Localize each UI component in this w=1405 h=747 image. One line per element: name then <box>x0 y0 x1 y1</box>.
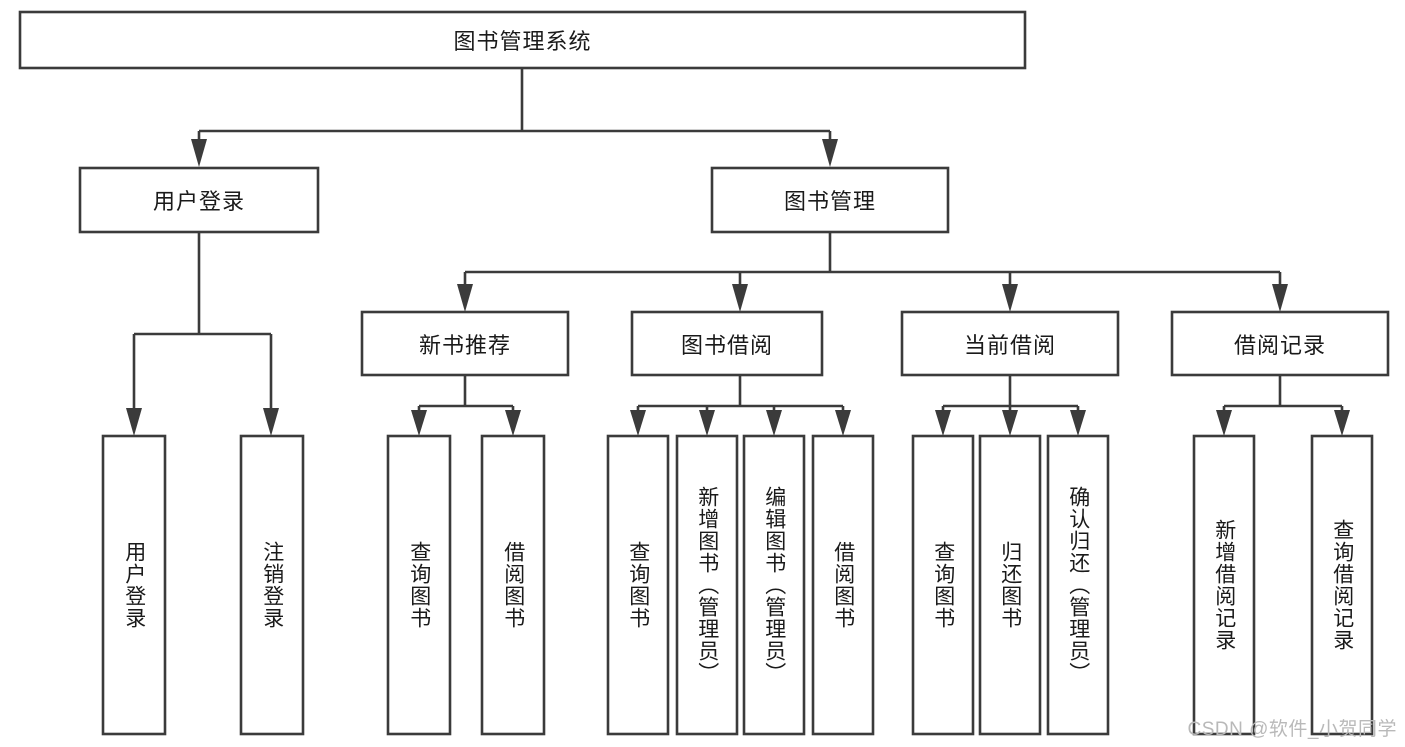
arrowhead-book-borrow <box>732 284 748 312</box>
node-box-leaf-recommend-query[interactable] <box>386 434 452 736</box>
arrowhead-borrow-edit-book <box>766 410 782 436</box>
connector-layer <box>126 68 1350 436</box>
arrowhead-current-borrow <box>1002 284 1018 312</box>
arrowhead-recommend-query-book <box>411 410 427 436</box>
arrowhead-borrow-record <box>1272 284 1288 312</box>
node-box-leaf-user-login[interactable] <box>101 434 167 736</box>
node-box-leaf-current-query[interactable] <box>911 434 975 736</box>
node-box-leaf-current-return[interactable] <box>978 434 1042 736</box>
node-box-leaf-recommend-borrow[interactable] <box>480 434 546 736</box>
node-box-root[interactable] <box>18 10 1027 70</box>
csdn-watermark: CSDN @软件_小贺同学 <box>1187 719 1397 740</box>
arrowhead-user-login <box>191 139 207 167</box>
node-box-leaf-borrow-query[interactable] <box>606 434 670 736</box>
arrowhead-current-query-book <box>935 410 951 436</box>
node-box-leaf-current-confirm[interactable] <box>1046 434 1110 736</box>
node-box-leaf-record-query[interactable] <box>1310 434 1374 736</box>
node-box-leaf-borrow-edit[interactable] <box>742 434 806 736</box>
arrowhead-leaf-logout <box>263 408 279 436</box>
node-box-leaf-record-add[interactable] <box>1192 434 1256 736</box>
node-box-new-book-recommend[interactable] <box>360 310 570 377</box>
node-box-book-borrow[interactable] <box>630 310 824 377</box>
arrowhead-borrow-add-book <box>699 410 715 436</box>
arrowhead-borrow-query-book <box>630 410 646 436</box>
arrowhead-record-add-record <box>1216 410 1232 436</box>
arrowhead-record-query-record <box>1334 410 1350 436</box>
arrowhead-new-book-recommend <box>457 284 473 312</box>
box-layer <box>18 10 1390 736</box>
node-box-leaf-borrow-add[interactable] <box>675 434 739 736</box>
node-box-user-login[interactable] <box>78 166 320 234</box>
arrowhead-book-mgmt <box>822 139 838 167</box>
arrowhead-leaf-user-login <box>126 408 142 436</box>
node-box-leaf-borrow-borrow[interactable] <box>811 434 875 736</box>
node-box-book-management[interactable] <box>710 166 950 234</box>
node-box-leaf-logout[interactable] <box>239 434 305 736</box>
arrowhead-current-return-book <box>1002 410 1018 436</box>
arrowhead-current-confirm-return <box>1070 410 1086 436</box>
node-box-borrow-record[interactable] <box>1170 310 1390 377</box>
arrowhead-recommend-borrow-book <box>505 410 521 436</box>
arrowhead-borrow-borrow-book <box>835 410 851 436</box>
node-box-current-borrow[interactable] <box>900 310 1120 377</box>
